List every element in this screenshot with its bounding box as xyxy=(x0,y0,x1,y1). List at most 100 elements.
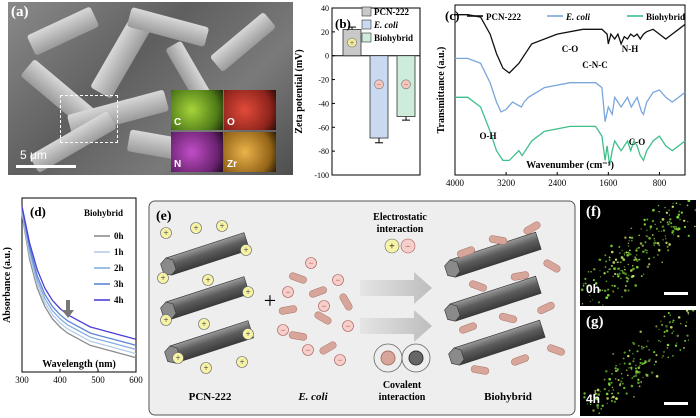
fluorescent-cell xyxy=(646,251,648,254)
fluorescent-cell xyxy=(589,300,592,303)
positive-charge xyxy=(242,286,254,298)
fluorescent-cell xyxy=(658,339,660,342)
fluorescent-cell xyxy=(677,213,681,217)
positive-charge-sign: + xyxy=(163,315,168,325)
fluorescent-cell xyxy=(634,258,638,261)
fluorescent-cell xyxy=(618,246,621,248)
fluorescent-cell xyxy=(612,353,614,355)
map-o: O xyxy=(224,90,276,130)
fluorescent-cell xyxy=(618,383,622,387)
zeta-charge-sign: − xyxy=(404,80,409,89)
fluorescent-cell xyxy=(689,310,691,311)
fluorescent-cell xyxy=(656,242,660,245)
positive-charge xyxy=(236,356,248,368)
panel-label-d: (d) xyxy=(30,204,46,219)
ftir-xtick-label: 1600 xyxy=(599,178,618,188)
fluorescent-cell xyxy=(667,249,670,252)
fluorescent-cell xyxy=(621,295,623,298)
uv-series-line xyxy=(21,206,137,340)
fluorescent-cell xyxy=(638,246,640,249)
fluorescent-cell xyxy=(600,407,603,410)
fluorescent-cell xyxy=(666,221,669,224)
electrostatic-positive-sign: + xyxy=(389,242,395,253)
ftir-frame xyxy=(454,4,686,176)
fluorescent-cell xyxy=(622,271,625,275)
bacterium xyxy=(523,221,541,235)
fluorescent-cell xyxy=(660,221,662,223)
fluorescent-cell xyxy=(615,365,617,367)
fluorescent-cell xyxy=(613,267,616,270)
fluorescent-cell xyxy=(599,270,601,272)
fluorescent-cell xyxy=(598,288,602,292)
bacterium xyxy=(537,301,555,315)
covalent-mof-core xyxy=(408,350,424,366)
fluorescent-cell xyxy=(611,372,613,375)
fluorescent-cell xyxy=(638,385,641,388)
uv-series-line xyxy=(21,210,137,351)
fluorescent-cell xyxy=(670,225,673,228)
fluorescent-cell xyxy=(608,390,610,392)
scheme-panel: ++++++++++++++−−−−−−−−Electrostaticinter… xyxy=(148,200,576,416)
fluorescent-cell xyxy=(653,244,655,247)
reaction-arrow xyxy=(360,272,432,304)
fluorescent-cell xyxy=(624,285,627,287)
fluorescent-cell xyxy=(621,382,624,385)
fluorescent-cell xyxy=(614,367,617,370)
fluorescent-cell xyxy=(601,404,604,407)
scale-bar-g xyxy=(664,402,688,405)
fluorescent-cell xyxy=(606,270,609,273)
positive-charge xyxy=(190,222,202,234)
positive-charge xyxy=(202,274,214,286)
fluorescent-cell xyxy=(583,392,586,395)
negative-charge-sign: − xyxy=(345,321,350,331)
fluorescent-cell xyxy=(637,366,641,370)
fluorescent-cell xyxy=(629,249,631,252)
fluorescent-cell xyxy=(663,350,665,353)
fluorescent-cell xyxy=(624,268,626,271)
fluorescent-cell xyxy=(637,344,640,347)
fluorescent-cell xyxy=(618,252,621,255)
fluorescent-cell xyxy=(594,392,597,396)
fluorescent-cell xyxy=(636,350,639,353)
electrostatic-label-line2: interaction xyxy=(377,224,424,235)
fluorescent-cell xyxy=(612,261,616,264)
zeta-bar xyxy=(369,55,389,139)
negative-charge xyxy=(334,354,346,366)
fluorescent-cell xyxy=(620,372,623,375)
fluorescence-image-0h: (f) 0h xyxy=(580,200,696,306)
fluorescent-cell xyxy=(644,241,647,244)
biohybrid-rod xyxy=(444,275,542,322)
positive-charge xyxy=(242,328,254,340)
electrostatic-negative xyxy=(400,238,416,254)
fluorescent-cell xyxy=(625,392,628,395)
fluorescent-cell xyxy=(665,241,668,245)
fluorescent-cell xyxy=(636,247,638,249)
fluorescent-cell xyxy=(610,399,613,403)
positive-charge xyxy=(200,362,212,374)
uv-xtick-label: 300 xyxy=(15,375,29,385)
fluorescent-cell xyxy=(605,369,608,373)
covalent-label-line1: Covalent xyxy=(383,380,422,391)
fluorescent-cell xyxy=(682,346,686,349)
panel-label-g: (g) xyxy=(586,314,604,330)
zeta-ytick-label: 20 xyxy=(321,28,329,37)
negative-charge xyxy=(332,274,344,286)
fluorescent-cell xyxy=(651,219,655,223)
ftir-xtick-label: 3200 xyxy=(497,178,515,188)
positive-charge xyxy=(216,220,228,232)
panel-label-f: (f) xyxy=(586,204,601,220)
covalent-label-line2: interaction xyxy=(379,392,426,403)
zeta-charge-circle xyxy=(401,79,411,90)
zeta-ytick-label: -60 xyxy=(318,123,329,132)
fluorescent-cell xyxy=(687,234,690,237)
fluorescent-cell xyxy=(609,268,611,270)
fluorescent-cell xyxy=(626,253,630,257)
fluorescent-cell xyxy=(649,358,651,360)
fluorescent-cell xyxy=(642,376,644,379)
fluorescent-cell xyxy=(675,342,678,344)
uv-frame xyxy=(21,197,137,373)
fluorescent-cell xyxy=(606,402,608,405)
fluorescent-cell xyxy=(668,214,671,216)
fluorescent-cell xyxy=(668,243,671,246)
